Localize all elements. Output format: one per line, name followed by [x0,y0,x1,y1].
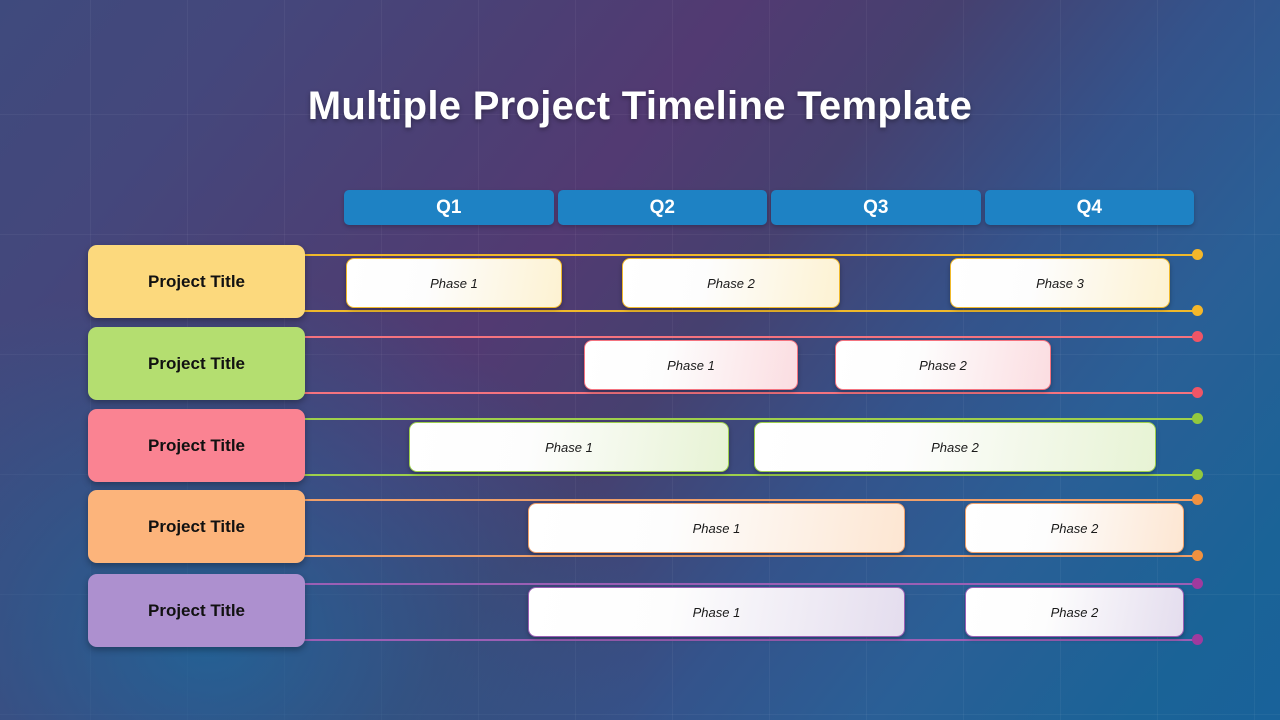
timeline-row: Phase 1 Phase 2 Project Title [0,487,1280,567]
project-title-label: Project Title [148,516,245,536]
project-title-card[interactable]: Project Title [88,409,305,482]
phase-label: Phase 1 [692,604,741,620]
timeline-end-dot [1192,634,1203,645]
phase-label: Phase 2 [707,275,755,291]
phase-bar[interactable]: Phase 1 [409,422,729,472]
quarter-label: Q3 [863,196,889,218]
project-title-label: Project Title [148,271,245,291]
timeline-rail-bottom [300,550,1203,561]
timeline-end-dot [1192,413,1203,424]
quarter-label: Q1 [436,196,462,218]
project-title-card[interactable]: Project Title [88,490,305,563]
timeline-end-dot [1192,494,1203,505]
timeline-end-dot [1192,249,1203,260]
timeline-rail-top [300,413,1203,424]
project-title-label: Project Title [148,600,245,620]
timeline-rail-bottom [300,305,1203,316]
phase-label: Phase 1 [692,520,741,536]
phase-label: Phase 2 [1050,520,1099,536]
timeline-rail-top [300,331,1203,342]
timeline-end-dot [1192,331,1203,342]
phase-label: Phase 2 [919,357,967,373]
quarter-header: Q1 Q2 Q3 Q4 [344,190,1194,225]
timeline-rail-top [300,494,1203,505]
phase-bar[interactable]: Phase 2 [965,503,1184,553]
quarter-header-q3[interactable]: Q3 [771,190,981,225]
timeline-end-dot [1192,550,1203,561]
timeline-end-dot [1192,469,1203,480]
timeline-rail-top [300,249,1203,260]
timeline-row: Phase 1 Phase 2 Project Title [0,324,1280,404]
quarter-label: Q2 [649,196,675,218]
phase-label: Phase 2 [1050,604,1099,620]
phase-bar[interactable]: Phase 1 [346,258,562,308]
phase-bar[interactable]: Phase 1 [528,503,905,553]
timeline-row: Phase 1 Phase 2 Project Title [0,406,1280,486]
phase-bar[interactable]: Phase 2 [835,340,1051,390]
quarter-label: Q4 [1076,196,1102,218]
timeline-row: Phase 1 Phase 2 Phase 3 Project Title [0,242,1280,322]
project-title-label: Project Title [148,353,245,373]
project-title-card[interactable]: Project Title [88,327,305,400]
timeline-track: Phase 1 Phase 2 [300,571,1203,651]
project-title-label: Project Title [148,435,245,455]
phase-bar[interactable]: Phase 1 [584,340,798,390]
phase-bar[interactable]: Phase 2 [965,587,1184,637]
phase-bar[interactable]: Phase 2 [622,258,840,308]
phase-bar[interactable]: Phase 1 [528,587,905,637]
quarter-header-q1[interactable]: Q1 [344,190,554,225]
phase-label: Phase 1 [667,357,715,373]
phase-bar[interactable]: Phase 2 [754,422,1156,472]
timeline-end-dot [1192,387,1203,398]
timeline-track: Phase 1 Phase 2 [300,406,1203,486]
timeline-end-dot [1192,578,1203,589]
page-title: Multiple Project Timeline Template [307,84,973,128]
phase-bar[interactable]: Phase 3 [950,258,1170,308]
timeline-track: Phase 1 Phase 2 Phase 3 [300,242,1203,322]
timeline-track: Phase 1 Phase 2 [300,324,1203,404]
phase-label: Phase 2 [931,439,979,455]
timeline-rail-bottom [300,634,1203,645]
timeline-track: Phase 1 Phase 2 [300,487,1203,567]
timeline-rail-bottom [300,387,1203,398]
timeline-rail-top [300,578,1203,589]
timeline-rail-bottom [300,469,1203,480]
phase-label: Phase 1 [430,275,478,291]
timeline-end-dot [1192,305,1203,316]
timeline-row: Phase 1 Phase 2 Project Title [0,571,1280,651]
quarter-header-q4[interactable]: Q4 [984,190,1194,225]
phase-label: Phase 1 [545,439,593,455]
project-title-card[interactable]: Project Title [88,574,305,647]
quarter-header-q2[interactable]: Q2 [557,190,767,225]
project-title-card[interactable]: Project Title [88,245,305,318]
phase-label: Phase 3 [1036,275,1084,291]
